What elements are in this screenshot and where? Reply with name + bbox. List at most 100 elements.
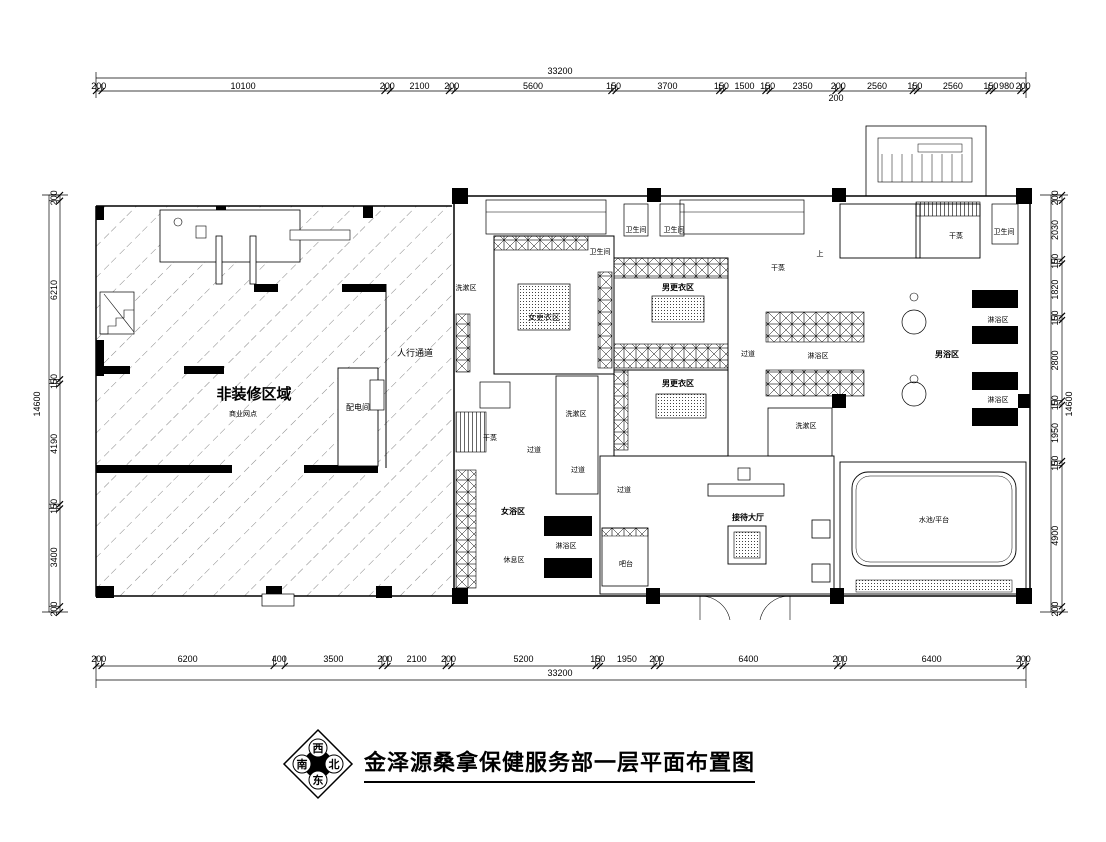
- distribution-room-label: 配电间: [346, 402, 370, 412]
- top-dim-14: 150: [907, 81, 922, 91]
- top-sub-dimension: 200: [828, 93, 843, 103]
- shower-label-2: 淋浴区: [988, 315, 1009, 324]
- compass-west: 西: [313, 742, 324, 755]
- left-dim-1: 6210: [49, 280, 59, 300]
- top-dimension-chain: [92, 72, 1030, 98]
- bottom-dimension-chain: [92, 656, 1030, 688]
- left-dimension-labels: 200 6210 150 4190 150 3400 200: [49, 190, 59, 616]
- top-dim-0: 200: [91, 81, 106, 91]
- bottom-dim-6: 200: [441, 654, 456, 664]
- right-dimension-chain: [1040, 191, 1068, 616]
- corridor-label-3: 过道: [741, 349, 755, 358]
- reception-hall-label: 接待大厅: [732, 512, 764, 522]
- bottom-dim-7: 5200: [514, 654, 534, 664]
- shower-label-3: 淋浴区: [988, 395, 1009, 404]
- top-dim-18: 200: [1016, 81, 1031, 91]
- dryer-label-1: 干蒸: [483, 433, 497, 442]
- wash-label-1: 洗漱区: [456, 283, 477, 292]
- right-dim-5: 2800: [1050, 350, 1060, 370]
- bottom-dim-11: 6400: [738, 654, 758, 664]
- dryer-label-2: 干蒸: [771, 263, 785, 272]
- restroom-label-3: 卫生间: [994, 227, 1015, 236]
- stair-up-label: 上: [817, 249, 824, 258]
- bottom-dim-5: 2100: [407, 654, 427, 664]
- bottom-dim-8: 150: [590, 654, 605, 664]
- bottom-dim-2: 400: [272, 654, 287, 664]
- bottom-dim-3: 3500: [323, 654, 343, 664]
- right-dim-10: 200: [1050, 602, 1060, 617]
- left-dim-6: 200: [49, 602, 59, 617]
- right-dim-4: 150: [1050, 310, 1060, 325]
- right-dim-2: 150: [1050, 254, 1060, 269]
- right-dim-3: 1820: [1050, 280, 1060, 300]
- female-changing-label: 女更衣区: [528, 312, 560, 322]
- top-dim-2: 200: [380, 81, 395, 91]
- top-dim-3: 2100: [410, 81, 430, 91]
- corridor-label-1: 过道: [527, 445, 541, 454]
- compass-icon: 西 北 东 南: [282, 728, 354, 800]
- top-total-dimension: 33200: [547, 66, 572, 76]
- compass-east: 东: [313, 773, 324, 787]
- right-dim-6: 150: [1050, 395, 1060, 410]
- restroom-label-4: 卫生间: [590, 247, 611, 256]
- bottom-dim-10: 200: [649, 654, 664, 664]
- corridor-label-4: 过道: [617, 485, 631, 494]
- corridor-label-2: 过道: [571, 465, 585, 474]
- bottom-dim-12: 200: [832, 654, 847, 664]
- left-dim-3: 4190: [49, 434, 59, 454]
- top-dim-4: 200: [444, 81, 459, 91]
- shop-front-label: 商业网点: [229, 409, 257, 418]
- top-dim-15: 2560: [943, 81, 963, 91]
- right-dim-9: 4900: [1050, 526, 1060, 546]
- non-decorated-zone: [95, 205, 452, 607]
- right-total-dimension: 14600: [1064, 391, 1074, 416]
- wash-label-3: 洗漱区: [796, 421, 817, 430]
- restroom-label-1: 卫生间: [626, 225, 647, 234]
- drawing-title: 金泽源桑拿保健服务部一层平面布置图: [364, 745, 756, 783]
- bottom-dim-14: 200: [1016, 654, 1031, 664]
- top-dim-9: 1500: [734, 81, 754, 91]
- top-dimension-labels: 200 10100 200 2100 200 5600 150 3700 150 1500 150 2…: [91, 81, 1030, 91]
- bottom-total-dimension: 33200: [547, 668, 572, 678]
- main-building: [452, 125, 1032, 621]
- shower-label-1: 淋浴区: [808, 351, 829, 360]
- shower-label-4: 淋浴区: [556, 541, 577, 550]
- top-dim-17: 980: [999, 81, 1014, 91]
- top-dim-1: 10100: [231, 81, 256, 91]
- rest-area-label: 休息区: [504, 555, 525, 564]
- right-dim-8: 150: [1050, 456, 1060, 471]
- top-dim-10: 150: [760, 81, 775, 91]
- counter-label: 吧台: [619, 559, 633, 568]
- left-dim-4: 150: [49, 499, 59, 514]
- top-dim-11: 2350: [793, 81, 813, 91]
- right-dim-0: 200: [1050, 190, 1060, 205]
- left-dim-0: 200: [49, 190, 59, 205]
- male-bath-label: 男浴区: [935, 349, 959, 359]
- title-block: 西 北 东 南 金泽源桑拿保健服务部一层平面布置图: [282, 728, 756, 800]
- bottom-dim-0: 200: [91, 654, 106, 664]
- compass-rose: 西 北 东 南: [282, 728, 354, 800]
- top-dim-8: 150: [714, 81, 729, 91]
- right-dim-1: 2030: [1050, 220, 1060, 240]
- top-dim-7: 3700: [657, 81, 677, 91]
- left-dim-5: 3400: [49, 547, 59, 567]
- left-dim-2: 150: [49, 374, 59, 389]
- bottom-dim-13: 6400: [922, 654, 942, 664]
- non-decorated-label: 非装修区域: [216, 385, 291, 403]
- top-dim-5: 5600: [523, 81, 543, 91]
- left-dimension-chain: [42, 191, 68, 616]
- male-changing-label-1: 男更衣区: [662, 282, 694, 292]
- top-dim-6: 150: [606, 81, 621, 91]
- right-dim-7: 1950: [1050, 423, 1060, 443]
- compass-north: 北: [329, 757, 340, 771]
- restroom-label-2: 卫生间: [664, 225, 685, 234]
- male-changing-label-2: 男更衣区: [662, 378, 694, 388]
- wash-label-2: 洗漱区: [566, 409, 587, 418]
- pool-label: 水池/平台: [919, 515, 949, 524]
- bottom-dim-9: 1950: [617, 654, 637, 664]
- left-total-dimension: 14600: [32, 391, 42, 416]
- compass-south: 南: [297, 757, 308, 771]
